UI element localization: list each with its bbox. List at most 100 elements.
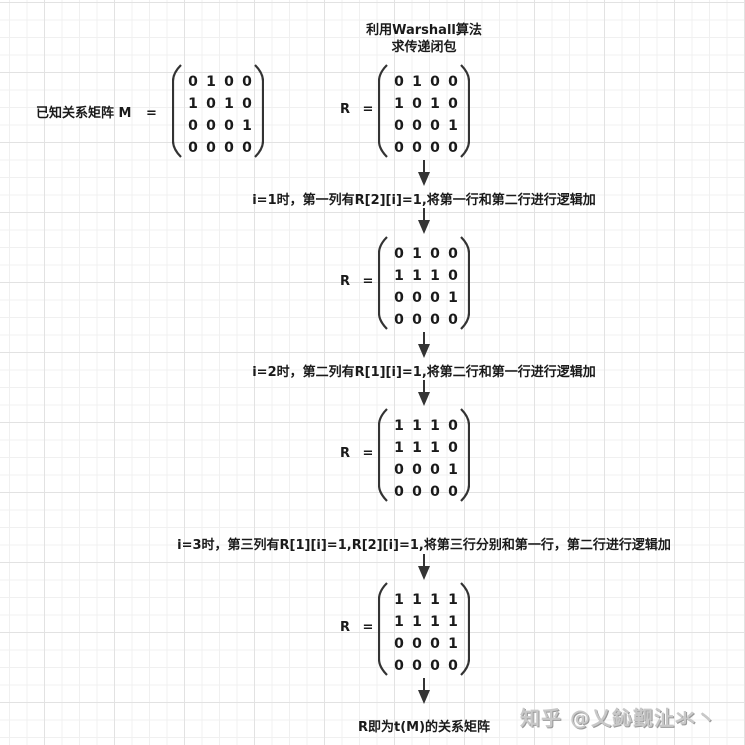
cell: 0 [430,312,440,328]
cell: 0 [394,118,404,134]
step-caption-1: i=1时，第一列有R[2][i]=1,将第一行和第二行进行逻辑加 [252,193,596,208]
cell: 0 [412,636,422,652]
cell: 0 [448,418,458,434]
cell: 0 [224,74,234,90]
cell: 0 [394,636,404,652]
cell: 1 [394,440,404,456]
cell: 0 [412,658,422,674]
arrow-down-icon [418,678,430,704]
cell: 0 [188,74,198,90]
cell: 0 [188,118,198,134]
cell: 1 [448,592,458,608]
equals-sign: = [362,446,374,461]
equals-sign: = [362,102,374,117]
cell: 1 [430,96,440,112]
cell: 1 [224,96,234,112]
given-matrix-label: 已知关系矩阵 M = [36,102,157,121]
cell: 0 [430,140,440,156]
cell: 0 [394,462,404,478]
algorithm-title: 利用Warshall算法 求传递闭包 [344,22,504,56]
cell: 1 [394,268,404,284]
cell: 0 [224,140,234,156]
cell: 0 [394,140,404,156]
r-label-2: R = [340,446,373,461]
cell: 1 [412,268,422,284]
step-caption-2: i=2时，第二列有R[1][i]=1,将第二行和第一行进行逻辑加 [252,365,596,380]
arrow-down-icon [418,208,430,234]
cell: 0 [448,484,458,500]
cell: 1 [188,96,198,112]
cell: 1 [448,118,458,134]
cell: 0 [430,658,440,674]
cell: 1 [430,614,440,630]
r-text: R [340,274,351,289]
parentheses-icon [172,64,264,158]
cell: 1 [242,118,252,134]
cell: 0 [430,74,440,90]
r-label-3: R = [340,620,373,635]
cell: 0 [412,140,422,156]
cell: 0 [448,312,458,328]
cell: 1 [412,74,422,90]
arrow-down-icon [418,332,430,358]
cell: 1 [394,96,404,112]
cell: 1 [394,418,404,434]
parentheses-icon [378,236,470,330]
given-label-text: 已知关系矩阵 M [36,106,132,121]
equals-sign: = [146,106,157,121]
cell: 1 [448,614,458,630]
cell: 0 [412,118,422,134]
cell: 1 [412,592,422,608]
cell: 0 [188,140,198,156]
cell: 0 [394,246,404,262]
watermark: 知乎 @乂鈊觐沚氺丶 [520,706,717,730]
cell: 0 [448,140,458,156]
cell: 1 [430,418,440,434]
cell: 0 [394,658,404,674]
cell: 0 [206,118,216,134]
cell: 0 [412,312,422,328]
cell: 0 [394,312,404,328]
cell: 0 [448,96,458,112]
step-caption-3: i=3时，第三列有R[1][i]=1,R[2][i]=1,将第三行分别和第一行，… [177,538,671,553]
cell: 0 [448,658,458,674]
cell: 0 [448,440,458,456]
cell: 0 [242,140,252,156]
cell: 0 [448,74,458,90]
cell: 0 [430,118,440,134]
cell: 1 [206,74,216,90]
cell: 0 [448,268,458,284]
r-text: R [340,446,351,461]
title-line-2: 求传递闭包 [391,40,457,55]
cell: 0 [206,140,216,156]
cell: 0 [430,484,440,500]
cell: 0 [242,96,252,112]
cell: 0 [394,290,404,306]
cell: 1 [412,246,422,262]
cell: 0 [412,96,422,112]
cell: 0 [224,118,234,134]
r-text: R [340,620,351,635]
parentheses-icon [378,408,470,502]
parentheses-icon [378,582,470,676]
r-label-1: R = [340,274,373,289]
arrow-down-icon [418,160,430,186]
cell: 0 [412,484,422,500]
cell: 0 [206,96,216,112]
cell: 0 [448,246,458,262]
cell: 1 [430,592,440,608]
parentheses-icon [378,64,470,158]
cell: 1 [394,614,404,630]
r-label-0: R = [340,102,373,117]
cell: 1 [412,614,422,630]
